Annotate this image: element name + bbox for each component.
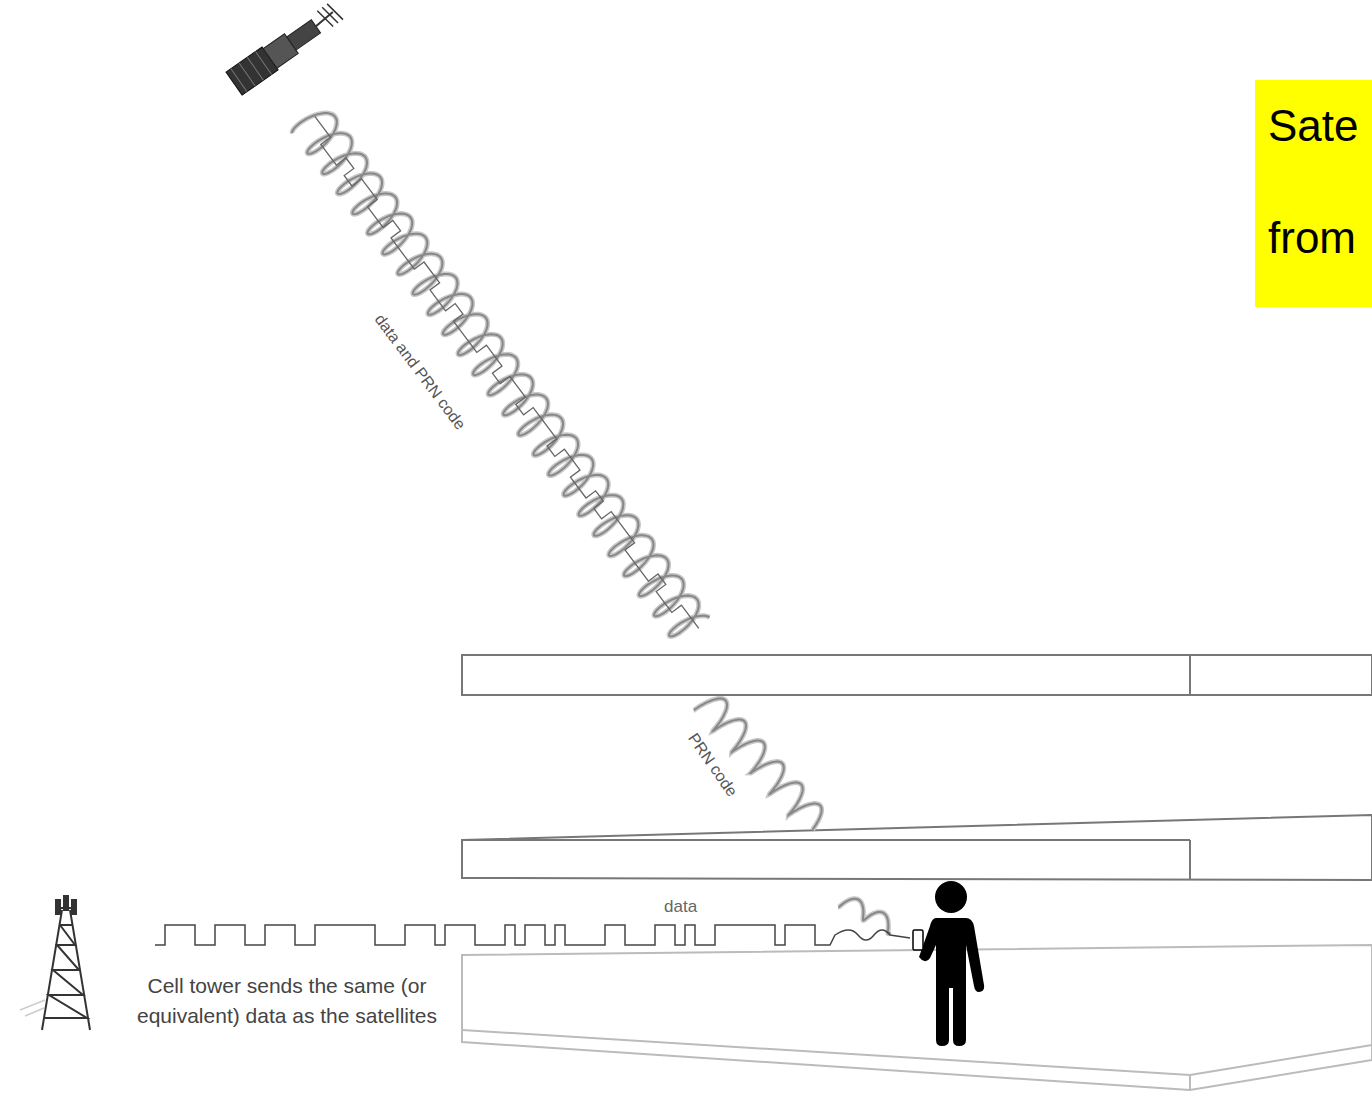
signal-label: PRN code: [682, 728, 742, 803]
floor-slab: [462, 655, 1372, 695]
floor-slab: [462, 815, 1372, 880]
data-signal: [155, 925, 910, 945]
signal-label: data: [662, 897, 699, 917]
satellite-signal: [290, 104, 711, 645]
title-highlight: Sate from: [1255, 80, 1372, 307]
tower-caption: Cell tower sends the same (or equivalent…: [128, 971, 446, 1031]
weak-signal: [838, 893, 897, 934]
title: Sate from: [1255, 70, 1368, 294]
person-icon: [913, 881, 984, 1046]
tower-base: [20, 1000, 45, 1016]
ground-floor: [462, 945, 1372, 1090]
cell-tower-icon: [42, 896, 90, 1030]
satellite-icon: [226, 0, 345, 95]
